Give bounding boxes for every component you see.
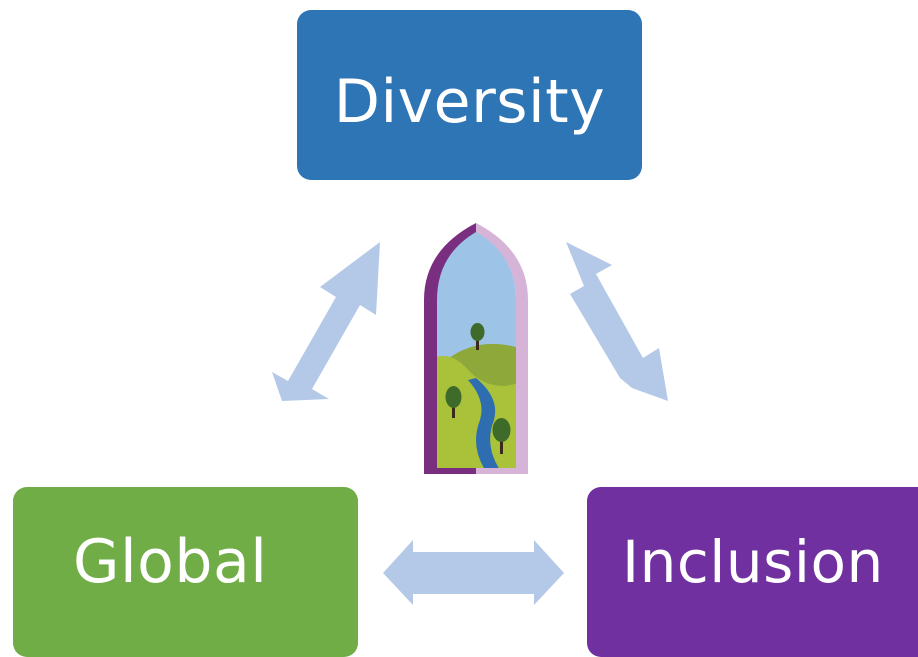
logo-river [468, 378, 500, 468]
tree-icon [492, 418, 511, 454]
node-inclusion-label: Inclusion [622, 528, 884, 596]
arrow-global-inclusion [383, 540, 564, 605]
arrow-diversity-inclusion [566, 242, 668, 401]
arrow-diversity-global [272, 242, 380, 401]
logo-frame-light [476, 223, 528, 474]
node-diversity-label: Diversity [333, 67, 606, 137]
tree-icon [445, 386, 462, 418]
node-global-label: Global [73, 527, 268, 597]
node-inclusion: Inclusion [587, 487, 918, 657]
node-global: Global [13, 487, 358, 657]
node-diversity: Diversity [297, 10, 642, 180]
tree-icon [470, 323, 485, 350]
